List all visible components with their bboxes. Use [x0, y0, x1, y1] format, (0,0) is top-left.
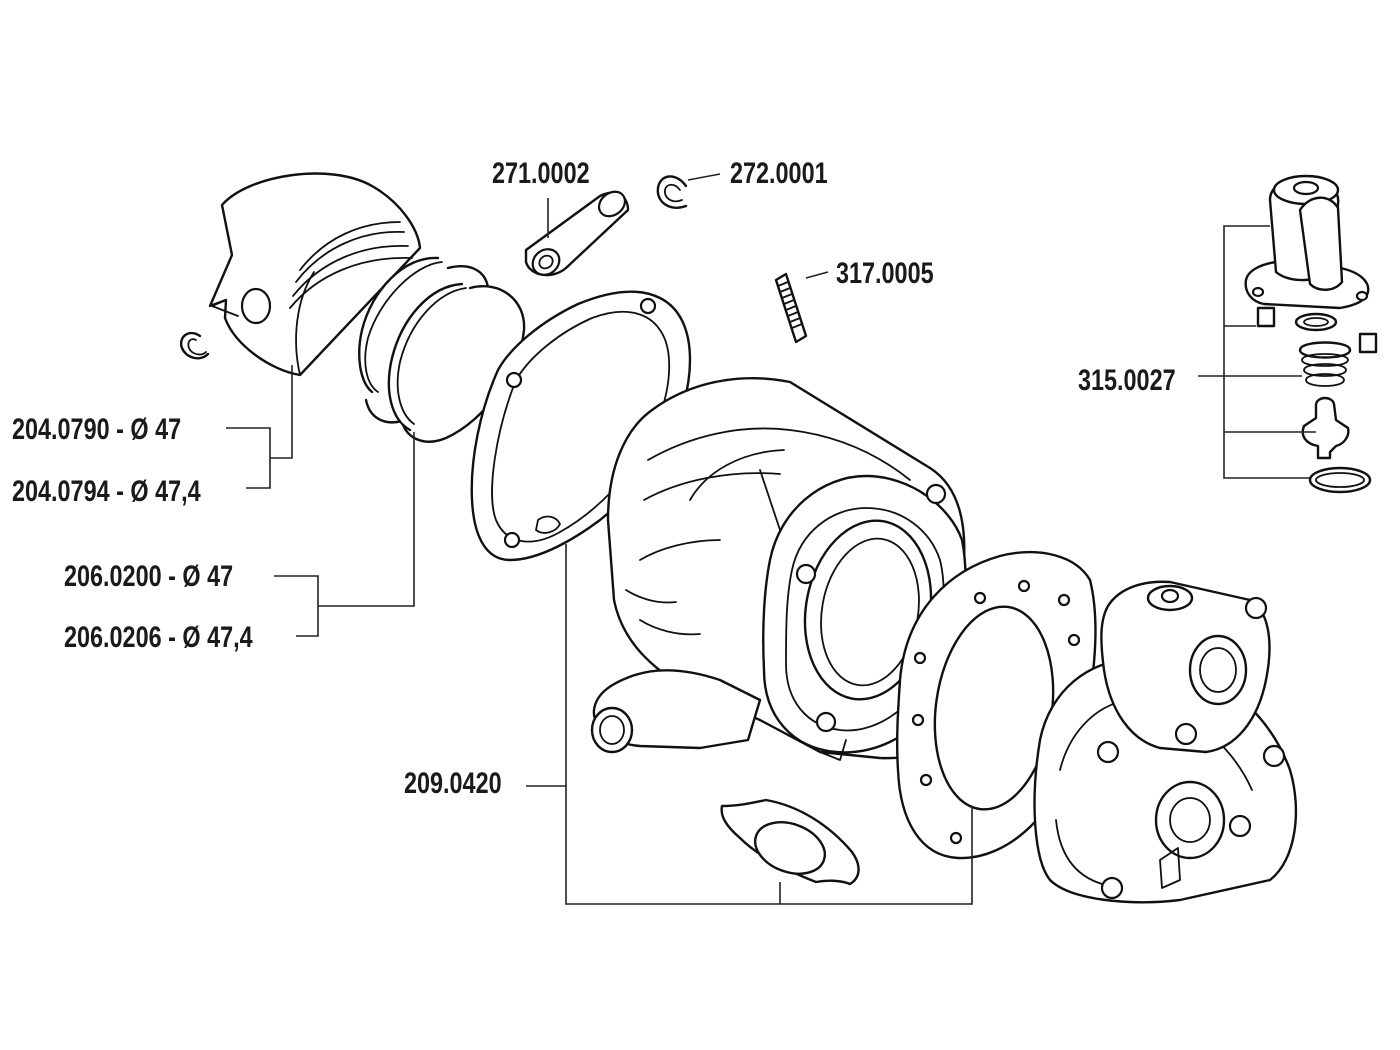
piston-circlip-left	[179, 331, 210, 360]
piston-ring-2	[387, 282, 526, 443]
label-thermostat: 315.0027	[1078, 364, 1176, 397]
label-gasket-set: 209.0420	[404, 767, 502, 800]
label-ring-474: 206.0206 - Ø 47,4	[64, 621, 253, 654]
leader-lines	[226, 173, 1316, 905]
label-piston-47: 204.0790 - Ø 47	[12, 413, 182, 446]
label-stud: 317.0005	[836, 257, 934, 290]
piston-pin-bore	[240, 287, 272, 325]
label-piston-474: 204.0794 - Ø 47,4	[12, 475, 201, 508]
cylinder-head	[1033, 580, 1298, 904]
pin-circlip	[656, 175, 688, 209]
stud	[774, 272, 808, 344]
piston	[208, 172, 422, 377]
label-piston-pin: 271.0002	[492, 157, 590, 190]
thermostat-assembly	[1244, 174, 1378, 494]
exhaust-gasket	[720, 798, 860, 886]
label-ring-47: 206.0200 - Ø 47	[64, 560, 234, 593]
piston-pin	[524, 190, 630, 277]
label-pin-circlip: 272.0001	[730, 157, 828, 190]
